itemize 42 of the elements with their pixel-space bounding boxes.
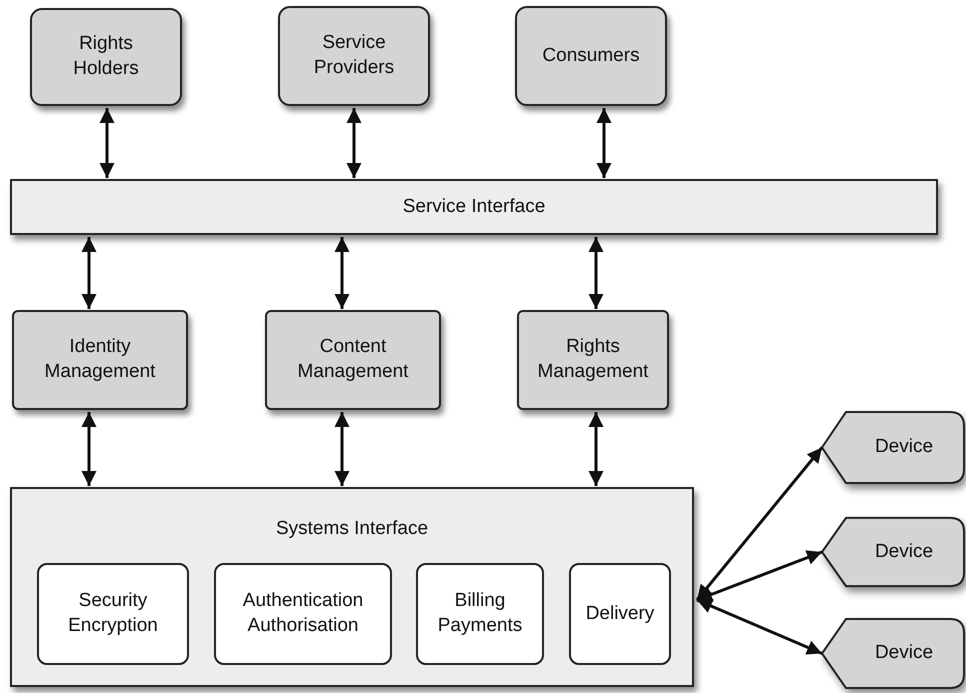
double-arrow xyxy=(100,108,114,178)
interface-band xyxy=(10,179,938,235)
node-label: Device xyxy=(874,540,934,564)
double-arrow xyxy=(696,598,823,655)
module-box xyxy=(37,563,189,665)
actor-box xyxy=(515,6,667,106)
device-shape xyxy=(820,516,966,588)
node-label: Identity Management xyxy=(44,335,156,384)
interface-panel xyxy=(10,487,694,687)
node-label: Billing Payments xyxy=(436,589,524,638)
node-label: Security Encryption xyxy=(67,589,159,638)
double-arrow xyxy=(696,550,823,602)
module-box xyxy=(569,563,671,665)
node-label: Systems Interface xyxy=(274,517,430,541)
double-arrow xyxy=(334,237,350,309)
double-arrow xyxy=(588,237,604,309)
device-shape xyxy=(820,617,966,690)
node-label: Device xyxy=(874,435,934,460)
process-box xyxy=(265,310,441,410)
actor-box xyxy=(30,8,182,106)
node-label: Rights Holders xyxy=(72,32,140,81)
node-label: Delivery xyxy=(584,602,656,626)
node-label: Consumers xyxy=(541,44,641,68)
double-arrow xyxy=(82,237,96,309)
node-label: Service Providers xyxy=(312,31,396,80)
node-label: Content Management xyxy=(296,335,410,384)
module-box xyxy=(416,563,544,665)
device-shape xyxy=(820,410,966,485)
module-box xyxy=(214,563,392,665)
node-label: Rights Management xyxy=(536,335,650,384)
double-arrow xyxy=(346,108,362,178)
actor-box xyxy=(278,6,430,106)
process-box xyxy=(517,310,669,410)
double-arrow xyxy=(82,412,96,486)
double-arrow xyxy=(596,108,612,178)
node-label: Device xyxy=(874,641,934,666)
process-box xyxy=(12,310,188,410)
double-arrow xyxy=(334,412,350,486)
double-arrow xyxy=(696,446,824,601)
node-label: Service Interface xyxy=(402,194,546,219)
double-arrow xyxy=(588,412,604,486)
node-label: Authentication Authorisation xyxy=(242,589,364,638)
